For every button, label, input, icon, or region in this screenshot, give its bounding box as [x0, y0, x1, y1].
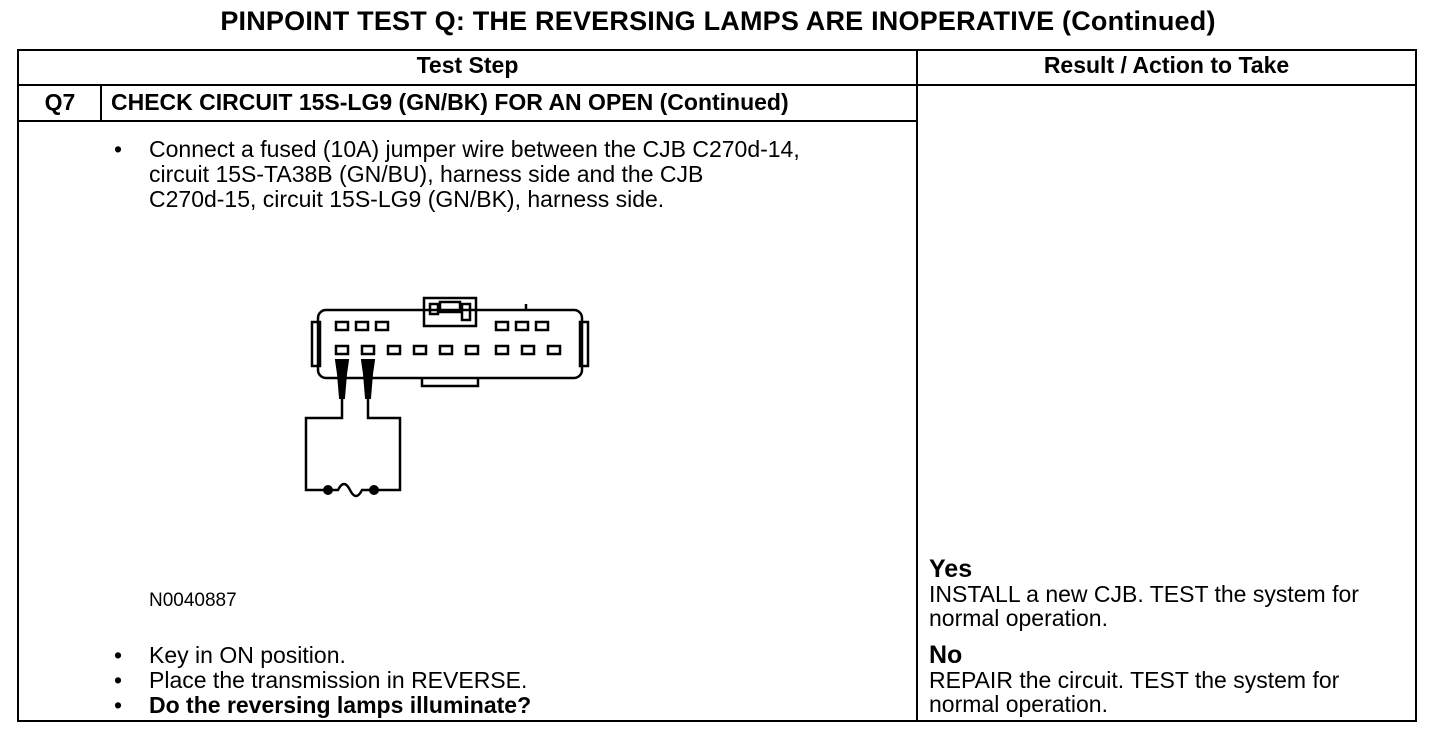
- connector-latch-detail: [438, 300, 462, 314]
- bullet: •: [114, 667, 123, 693]
- instructions-after-figure: • Key in ON position. • Place the transm…: [110, 643, 531, 718]
- bullet-text-lines: Connect a fused (10A) jumper wire betwee…: [149, 137, 800, 212]
- bullet-line: C270d-15, circuit 15S-LG9 (GN/BK), harne…: [149, 186, 665, 212]
- bullet: •: [114, 642, 123, 668]
- fuse-terminal: [323, 485, 333, 495]
- result-answer-yes: Yes: [929, 555, 973, 583]
- list-item: • Place the transmission in REVERSE.: [110, 668, 531, 693]
- fuse-symbol: [330, 482, 370, 498]
- header-divider: [17, 84, 1417, 86]
- header-result: Result / Action to Take: [1043, 52, 1290, 78]
- result-answer-no: No: [929, 641, 963, 669]
- connector-latch-detail: [428, 302, 440, 316]
- bullet-text: Key in ON position.: [149, 642, 346, 668]
- bullet: •: [114, 136, 123, 162]
- connector-right-tab: [578, 320, 590, 368]
- result-no: No REPAIR the circuit. TEST the system f…: [929, 642, 1339, 716]
- list-item: • Do the reversing lamps illuminate?: [110, 693, 531, 718]
- bullet-line: Connect a fused (10A) jumper wire betwee…: [149, 136, 800, 162]
- result-line: INSTALL a new CJB. TEST the system for: [929, 581, 1359, 607]
- list-item: • Key in ON position.: [110, 643, 531, 668]
- jumper-wire-left: [304, 398, 344, 492]
- column-divider: [916, 49, 918, 722]
- probe-terminal-left: [334, 359, 350, 399]
- page-title: PINPOINT TEST Q: THE REVERSING LAMPS ARE…: [220, 6, 1216, 36]
- list-item: • Connect a fused (10A) jumper wire betw…: [110, 137, 800, 212]
- bullet-text: Place the transmission in REVERSE.: [149, 667, 528, 693]
- step-title: CHECK CIRCUIT 15S-LG9 (GN/BK) FOR AN OPE…: [111, 89, 789, 115]
- connector-body: [316, 308, 584, 380]
- result-line: normal operation.: [929, 691, 1108, 717]
- fuse-terminal: [369, 485, 379, 495]
- result-line: normal operation.: [929, 605, 1108, 631]
- bullet-text-question: Do the reversing lamps illuminate?: [149, 692, 532, 718]
- connector-latch-detail: [460, 302, 472, 322]
- figure-id: N0040887: [149, 590, 237, 611]
- test-table: [17, 49, 1417, 722]
- step-title-divider: [17, 120, 918, 122]
- probe-terminal-right: [360, 359, 376, 399]
- connector-jumper-wire-diagram-icon: [304, 296, 590, 498]
- step-id: Q7: [44, 89, 76, 115]
- connector-left-tab: [310, 320, 322, 368]
- connector-bottom-lock: [420, 378, 480, 388]
- jumper-wire-right: [366, 398, 402, 492]
- bullet-line: circuit 15S-TA38B (GN/BU), harness side …: [149, 161, 704, 187]
- step-id-divider: [100, 84, 102, 122]
- result-yes: Yes INSTALL a new CJB. TEST the system f…: [929, 556, 1359, 630]
- instructions-before-figure: • Connect a fused (10A) jumper wire betw…: [110, 137, 800, 212]
- result-line: REPAIR the circuit. TEST the system for: [929, 667, 1340, 693]
- bullet: •: [114, 692, 123, 718]
- header-test-step: Test Step: [416, 52, 519, 78]
- connector-latch: [422, 296, 478, 328]
